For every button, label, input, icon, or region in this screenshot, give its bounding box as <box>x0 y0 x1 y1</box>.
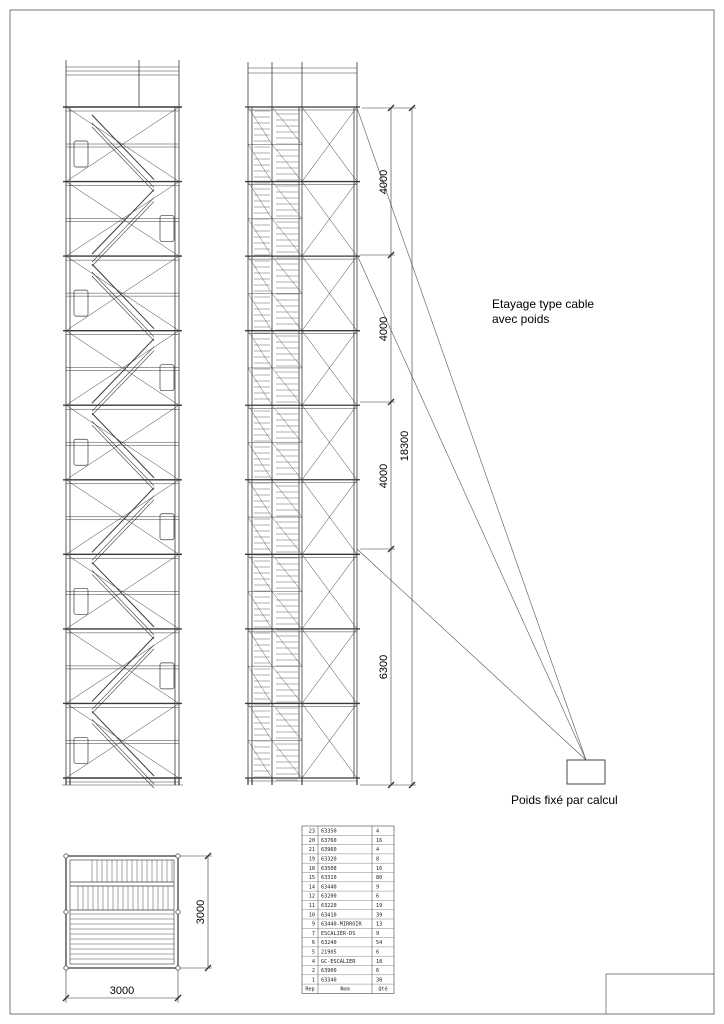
parts-table-row: 21 63960 4 <box>309 847 379 853</box>
parts-table-name: 63200 <box>321 894 337 900</box>
parts-table-row: 15 63310 80 <box>309 875 383 881</box>
parts-table-qty: Qté <box>378 986 387 993</box>
dimension-level-4: 6300 <box>378 655 390 679</box>
parts-table-qty: 4 <box>376 829 379 835</box>
parts-table-name: 63960 <box>321 847 337 853</box>
parts-table-name: 63440-MIRROIR <box>321 922 362 928</box>
parts-table-qty: 6 <box>376 950 379 956</box>
parts-table-row: 19 63320 8 <box>309 857 379 863</box>
parts-table-rep: 20 <box>309 838 315 844</box>
parts-table-row: 20 63760 16 <box>309 838 383 844</box>
parts-table-qty: 19 <box>376 903 382 909</box>
parts-table-rep: 11 <box>309 903 315 909</box>
dimension-level-2: 4000 <box>378 317 390 341</box>
side-elevation-view <box>245 62 360 785</box>
parts-table-row: 2 63900 6 <box>312 968 379 974</box>
parts-table-rep: 19 <box>309 857 315 863</box>
bracing-type-note: Etayage type cable avec poids <box>492 297 594 327</box>
parts-table-name: GC-ESCALIER <box>321 959 356 965</box>
height-dimensions <box>360 104 416 789</box>
parts-table-rep: 10 <box>309 912 315 918</box>
title-block <box>605 973 714 1014</box>
parts-table-qty: 38 <box>376 977 382 983</box>
parts-table-row: 18 63508 16 <box>309 866 383 872</box>
parts-table-qty: 54 <box>376 940 382 946</box>
plan-dimensions <box>62 852 212 1003</box>
parts-table-row: 4 GC-ESCALIER 18 <box>312 959 382 965</box>
parts-table-qty: 39 <box>376 912 382 918</box>
parts-table-name: 63760 <box>321 838 337 844</box>
parts-table-rep: 1 <box>312 977 315 983</box>
bracing-type-line-1: Etayage type cable <box>492 297 595 311</box>
parts-table-header: Rep Nom Qté <box>305 986 387 993</box>
parts-table-name: 63410 <box>321 912 337 918</box>
parts-table-name: 63508 <box>321 866 337 872</box>
parts-table-rep: 4 <box>312 959 315 965</box>
parts-table-qty: 16 <box>376 838 382 844</box>
parts-table-rep: 12 <box>309 894 315 900</box>
parts-table-name: 63350 <box>321 829 337 835</box>
parts-table-rep: 2 <box>312 968 315 974</box>
parts-table-row: 7 ESCALIER-DS 9 <box>312 931 379 937</box>
parts-table-row: 6 63240 54 <box>312 940 382 946</box>
parts-table-rep: 6 <box>312 940 315 946</box>
parts-table-name: Nom <box>340 987 349 993</box>
plan-view <box>63 853 181 971</box>
parts-table-rep: 9 <box>312 922 315 928</box>
parts-table-name: 21905 <box>321 950 337 956</box>
parts-table-qty: 9 <box>376 931 379 937</box>
parts-table-qty: 4 <box>376 847 379 853</box>
parts-table-rep: 15 <box>309 875 315 881</box>
parts-table-rep: 21 <box>309 847 315 853</box>
dimension-level-1: 4000 <box>378 170 390 194</box>
parts-table-row: 1 63340 38 <box>312 977 382 983</box>
dimension-total-height: 18300 <box>399 431 411 462</box>
parts-table-row: 14 63440 9 <box>309 884 379 890</box>
parts-table-name: 63340 <box>321 977 337 983</box>
parts-table-qty: 6 <box>376 894 379 900</box>
parts-table-qty: 8 <box>376 857 379 863</box>
parts-table-row: 23 63350 4 <box>309 829 379 835</box>
parts-table-row: 5 21905 6 <box>312 950 379 956</box>
cable-bracing <box>356 107 606 785</box>
parts-table-qty: 80 <box>376 875 382 881</box>
parts-table-rep: 7 <box>312 931 315 937</box>
weight-label: Poids fixé par calcul <box>511 793 618 807</box>
parts-table-name: 63240 <box>321 940 337 946</box>
parts-table-row: 9 63440-MIRROIR 13 <box>312 922 382 928</box>
parts-table-row: 10 63410 39 <box>309 912 383 918</box>
parts-table-row: 11 63220 19 <box>309 903 383 909</box>
parts-table-rep: 18 <box>309 866 315 872</box>
parts-table-name: 63900 <box>321 968 337 974</box>
parts-table-name: 63440 <box>321 884 337 890</box>
parts-table-rep: 5 <box>312 950 315 956</box>
front-elevation-view <box>62 60 183 789</box>
dimension-level-3: 4000 <box>378 464 390 488</box>
parts-table-rep: 23 <box>309 829 315 835</box>
parts-table-qty: 6 <box>376 968 379 974</box>
parts-table-name: 63220 <box>321 903 337 909</box>
parts-table-name: 63310 <box>321 875 337 881</box>
parts-table-rep: 14 <box>309 884 315 890</box>
dimension-plan-depth: 3000 <box>195 900 207 924</box>
counterweight-block <box>566 759 606 785</box>
weight-note: Poids fixé par calcul <box>511 793 618 808</box>
parts-table-name: ESCALIER-DS <box>321 931 355 937</box>
bracing-type-line-2: avec poids <box>492 312 550 326</box>
drawing-frame <box>9 9 715 1015</box>
dimension-plan-width: 3000 <box>110 985 134 997</box>
parts-table-qty: 13 <box>376 922 382 928</box>
parts-table-row: 12 63200 6 <box>309 894 379 900</box>
parts-table-rep: Rep <box>305 987 314 993</box>
parts-table-qty: 16 <box>376 866 382 872</box>
parts-table-name: 63320 <box>321 857 337 863</box>
parts-table-qty: 18 <box>376 959 382 965</box>
parts-table-qty: 9 <box>376 884 379 890</box>
